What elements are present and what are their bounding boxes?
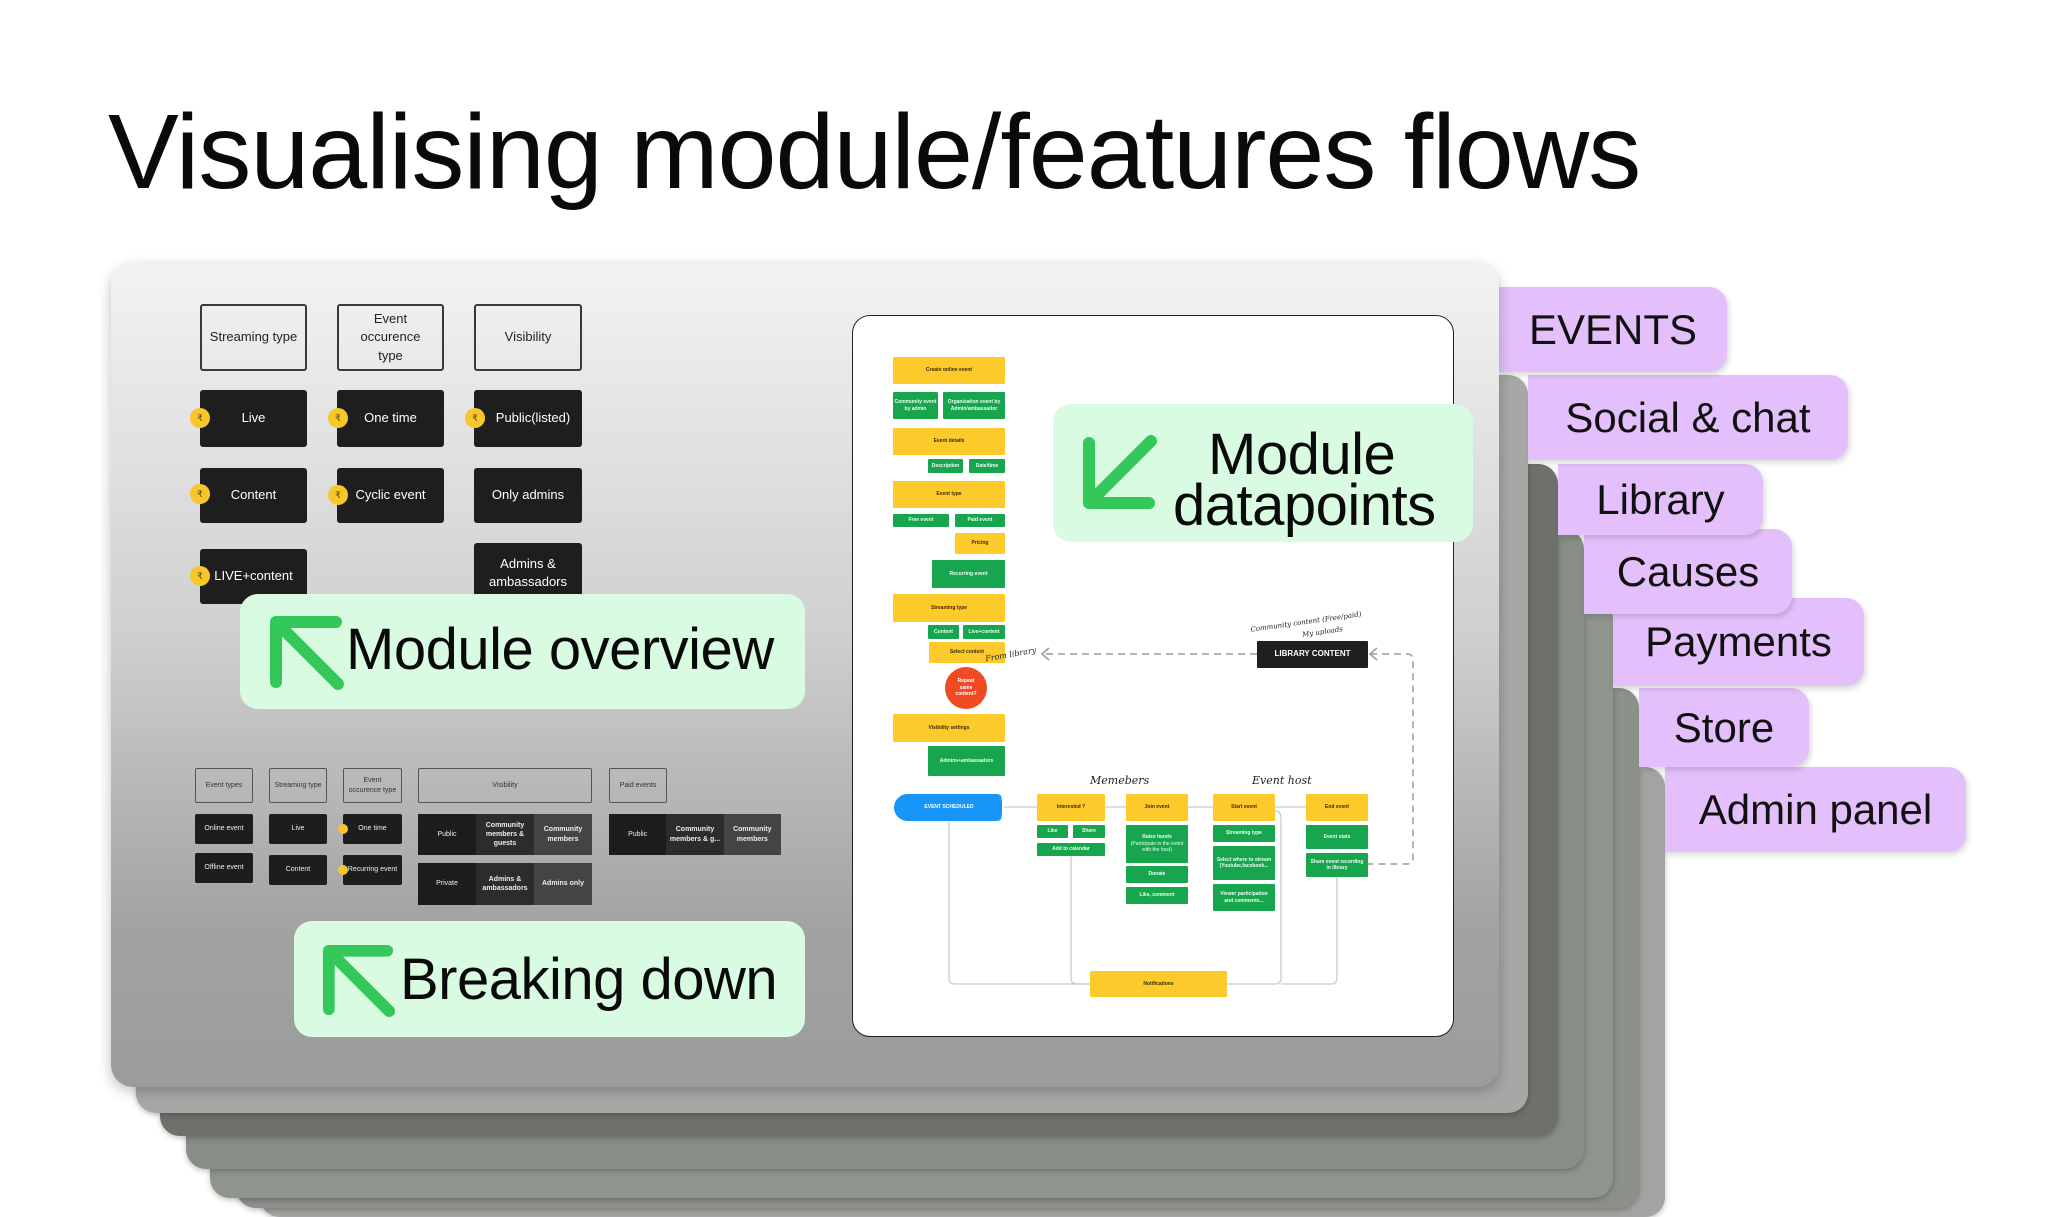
option-only-admins: Only admins [474, 468, 582, 523]
paid-coin-icon: ₹ [190, 484, 210, 504]
option-cyclic-event: Cyclic event [337, 468, 444, 523]
option-community-members: Community members [534, 814, 592, 855]
option-one-time: One time [337, 390, 444, 447]
node-start-event: Start event [1213, 794, 1275, 821]
paid-coin-icon: ₹ [328, 408, 348, 428]
option-offline-event: Offline event [195, 853, 253, 883]
module-datapoints-label: Module datapoints [1053, 404, 1473, 542]
paid-coin-icon: ₹ [190, 408, 210, 428]
node-event-stats: Event stats [1306, 825, 1368, 849]
node-create-event: Create online event [893, 357, 1005, 384]
page-title: Visualising module/features flows [108, 93, 1641, 211]
option-one-time: One time [343, 814, 402, 844]
option-recurring-event: Recurring event [343, 855, 402, 885]
node-raise-hands: Raise hands (Participate in the event wi… [1126, 825, 1188, 863]
option-public: Public [609, 814, 667, 855]
node-free-event: Free event [893, 514, 949, 527]
node-description: Description [928, 459, 963, 473]
node-pricing: Pricing [955, 533, 1005, 554]
node-notifications: Notifications [1090, 971, 1227, 997]
option-community-members-guests: Community members & guests [476, 814, 534, 855]
arrow-up-left-icon [270, 616, 344, 690]
tag-events[interactable]: EVENTS [1499, 287, 1727, 372]
option-admins-only: Admins only [534, 863, 592, 905]
option-content: Content [200, 468, 307, 523]
node-live-content: Live+content [963, 625, 1005, 639]
header-visibility: Visibility [474, 304, 582, 371]
node-viewer-participation: Viewer participation and comments... [1213, 884, 1275, 911]
option-live: Live [269, 814, 327, 844]
option-online-event: Online event [195, 814, 253, 844]
node-share: Share [1073, 825, 1105, 838]
node-end-event: End event [1306, 794, 1368, 821]
arrow-down-left-icon [1083, 435, 1157, 509]
option-admins-ambassadors: Admins & ambassadors [476, 863, 534, 905]
header-occurrence-type: Event occurence type [337, 304, 444, 371]
node-visibility-settings: Visibility settings [893, 714, 1005, 742]
node-event-type: Event type [893, 481, 1005, 508]
option-live: Live [200, 390, 307, 447]
module-overview-label: Module overview [240, 594, 805, 709]
node-community-event: Community event by admin [893, 392, 938, 419]
node-join-event: Join event [1126, 794, 1188, 821]
node-paid-event: Paid event [955, 514, 1005, 527]
node-interested: Interested ? [1037, 794, 1105, 821]
option-content: Content [269, 855, 327, 885]
tag-social-chat[interactable]: Social & chat [1528, 375, 1848, 460]
node-streaming-type: Streaming type [893, 594, 1005, 622]
node-host-streaming-type: Streaming type [1213, 825, 1275, 842]
paid-coin-icon [338, 865, 348, 875]
node-org-event: Organisation event by Admin/ambassador [943, 392, 1005, 419]
node-library-content: LIBRARY CONTENT [1257, 641, 1368, 668]
node-content: Content [928, 625, 959, 639]
node-admins-ambassadors: Admins+ambassadors [928, 746, 1005, 776]
tag-store[interactable]: Store [1639, 688, 1809, 767]
option-admins-ambassadors: Admins & ambassadors [474, 543, 582, 603]
node-select-content: Select content [929, 642, 1005, 663]
paid-row: Public Community members & g... Communit… [609, 814, 781, 855]
node-event-scheduled: EVENT SCHEDULED [894, 794, 1004, 821]
node-recurring-event: Recurring event [932, 560, 1005, 588]
option-community-members: Community members [723, 814, 781, 855]
node-datetime: Date/time [969, 459, 1005, 473]
option-public-listed: Public(listed) [474, 390, 582, 447]
node-select-where-stream: Select where to stream (Youtube,facebook… [1213, 846, 1275, 880]
header-paid-events: Paid events [609, 768, 667, 803]
header-occurrence-type: Event occurence type [343, 768, 402, 803]
node-add-to-calendar: Add to calendar [1037, 843, 1105, 856]
header-event-types: Event types [195, 768, 253, 803]
node-share-recording: Share event recording in library [1306, 853, 1368, 877]
visibility-row-public: Public Community members & guests Commun… [418, 814, 592, 855]
breaking-down-label: Breaking down [294, 921, 805, 1037]
lane-members: Memebers [1090, 774, 1150, 787]
node-like: Like [1037, 825, 1068, 838]
node-repeat-content: Repeat same content? [945, 667, 987, 709]
option-community-members-guests: Community members & g... [666, 814, 724, 855]
tag-admin-panel[interactable]: Admin panel [1665, 767, 1966, 852]
flow-connectors [948, 647, 1414, 985]
node-event-details: Event details [893, 428, 1005, 455]
option-private: Private [418, 863, 476, 905]
node-like-comment: Like, comment [1126, 887, 1188, 904]
arrow-up-left-icon [322, 944, 395, 1017]
visibility-row-private: Private Admins & ambassadors Admins only [418, 863, 592, 905]
tag-library[interactable]: Library [1558, 464, 1763, 535]
lane-event-host: Event host [1252, 774, 1312, 787]
paid-coin-icon: ₹ [465, 408, 485, 428]
tag-causes[interactable]: Causes [1584, 529, 1792, 614]
header-visibility: Visibility [418, 768, 592, 803]
paid-coin-icon: ₹ [328, 485, 348, 505]
header-streaming-type: Streaming type [200, 304, 307, 371]
paid-coin-icon: ₹ [190, 566, 210, 586]
paid-coin-icon [338, 824, 348, 834]
option-public: Public [418, 814, 476, 855]
node-donate: Donate [1126, 866, 1188, 883]
header-streaming-type: Streaming type [269, 768, 327, 803]
